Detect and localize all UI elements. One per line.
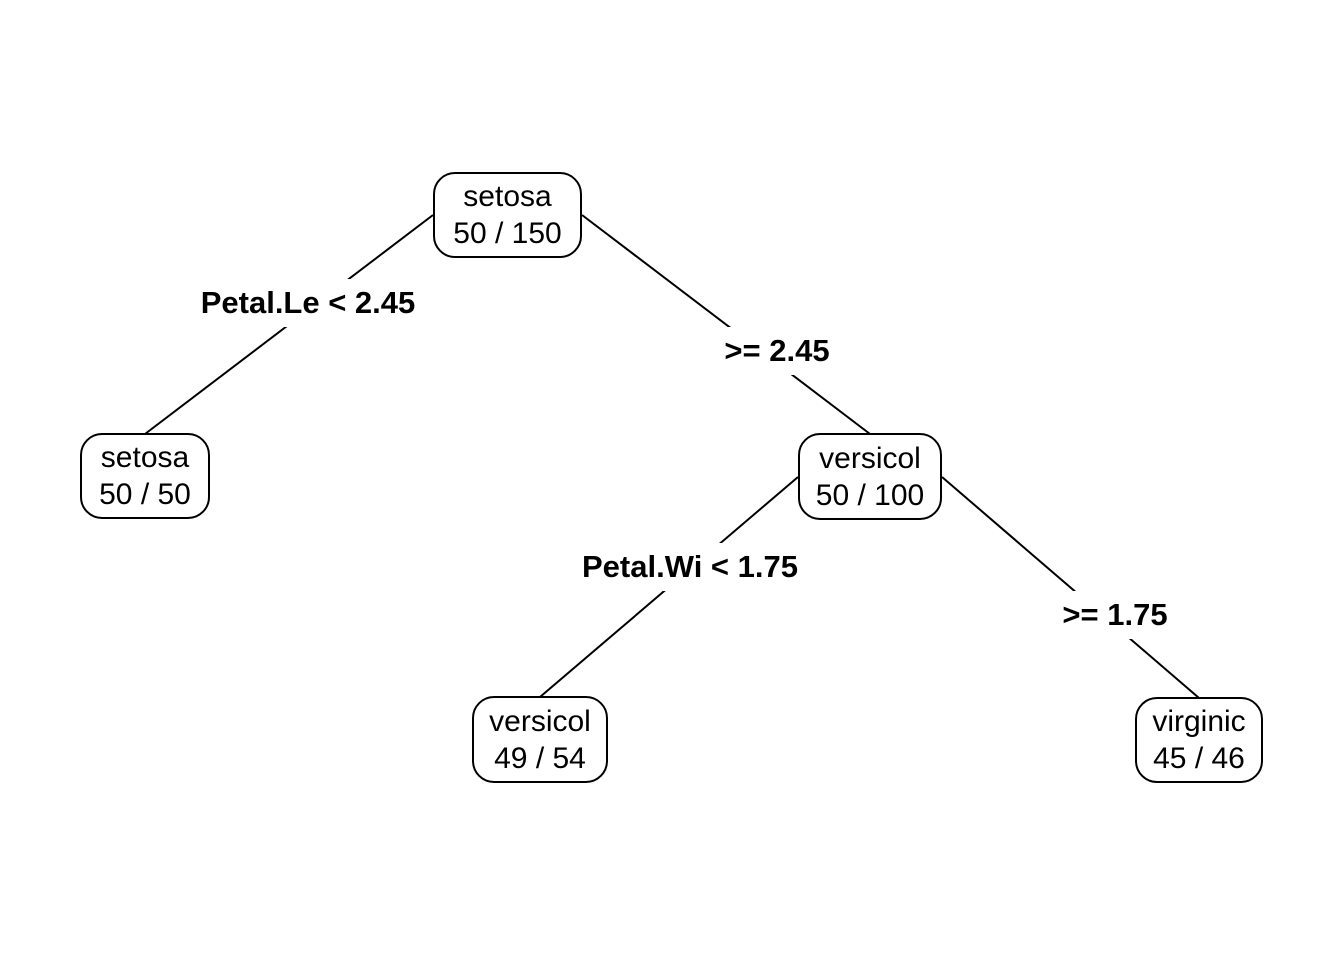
node-class-label: setosa [100, 441, 190, 474]
node-class-label: versicol [819, 441, 921, 475]
split-label-petal-length: Petal.Le < 2.45 [188, 279, 428, 327]
branch-versicol-to-virginic-leaf [941, 476, 1200, 699]
split-label-ge-2-45: >= 2.45 [712, 327, 842, 375]
node-class-label: virginic [1152, 705, 1246, 738]
node-count: 50 / 150 [453, 217, 562, 250]
node-class-label: versicol [489, 704, 591, 738]
node-count: 45 / 46 [1153, 742, 1245, 775]
node-count: 50 / 50 [99, 478, 191, 511]
branch-root-to-versicol-node [581, 214, 871, 435]
tree-leaf-versicol: versicol 49 / 54 [472, 696, 608, 783]
split-label-petal-width: Petal.Wi < 1.75 [570, 543, 810, 591]
node-count: 49 / 54 [494, 741, 586, 775]
tree-leaf-setosa: setosa 50 / 50 [80, 433, 210, 519]
tree-leaf-virginic: virginic 45 / 46 [1135, 697, 1263, 783]
node-class-label: setosa [463, 180, 552, 213]
tree-node-versicol: versicol 50 / 100 [798, 433, 942, 520]
split-label-ge-1-75: >= 1.75 [1050, 591, 1180, 639]
node-count: 50 / 100 [815, 478, 925, 512]
tree-node-root: setosa 50 / 150 [433, 172, 582, 258]
